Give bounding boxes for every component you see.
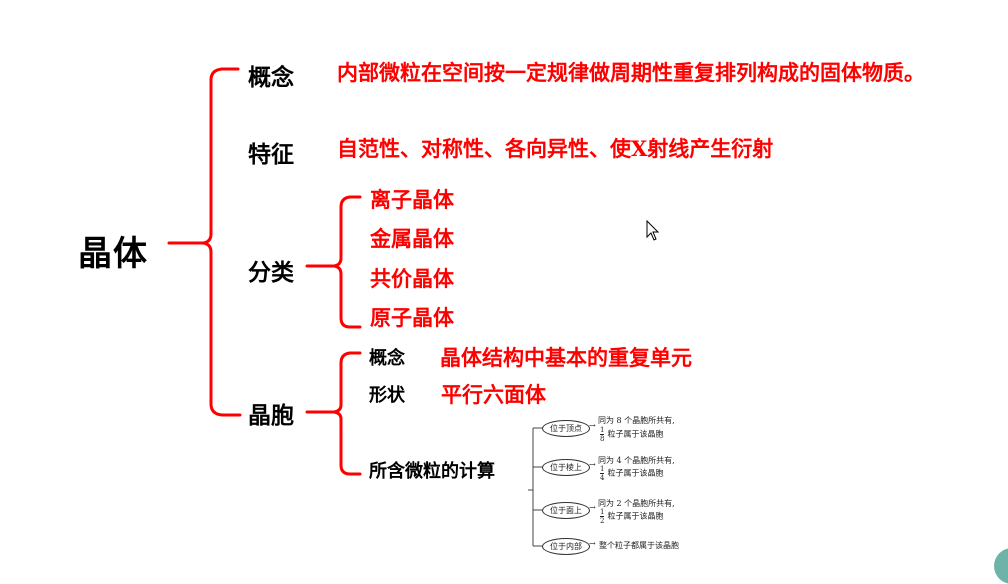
arrow-icon: → <box>589 539 596 548</box>
position-oval-vertex: 位于顶点 <box>542 420 590 437</box>
class-item-covalent: 共价晶体 <box>370 266 454 291</box>
unit-cell-concept-label: 概念 <box>369 348 405 369</box>
feature-text: 自范性、对称性、各向异性、使X射线产生衍射 <box>337 136 774 161</box>
mouse-cursor-icon <box>646 220 660 241</box>
concept-label: 概念 <box>248 65 294 91</box>
face-line1: 同为 2 个晶胞所共有, <box>598 499 675 508</box>
interior-line1: 整个粒子都属于该晶胞 <box>599 541 679 550</box>
bracket-lines <box>167 67 542 547</box>
arrow-icon: → <box>589 460 596 469</box>
unit-cell-shape-text: 平行六面体 <box>441 383 546 407</box>
unit-cell-label: 晶胞 <box>248 403 294 429</box>
unit-cell-concept-text: 晶体结构中基本的重复单元 <box>440 346 692 370</box>
feature-label: 特征 <box>248 142 294 168</box>
classification-bracket <box>305 195 362 329</box>
mini-tree-lines <box>528 427 542 547</box>
concept-text: 内部微粒在空间按一定规律做周期性重复排列构成的固体物质。 <box>337 60 925 85</box>
root-title: 晶体 <box>78 234 148 274</box>
arrow-icon: → <box>589 503 596 512</box>
class-item-metallic: 金属晶体 <box>370 226 454 251</box>
position-oval-edge: 位于棱上 <box>542 459 590 476</box>
vertex-line1: 同为 8 个晶胞所共有, <box>598 416 675 425</box>
arrow-icon: → <box>589 421 596 430</box>
position-oval-interior: 位于内部 <box>542 538 590 555</box>
main-bracket <box>167 67 242 417</box>
unit-cell-calc-label: 所含微粒的计算 <box>369 461 495 482</box>
unit-cell-bracket <box>305 351 362 476</box>
position-oval-face: 位于面上 <box>542 502 590 519</box>
classification-label: 分类 <box>248 260 294 286</box>
class-item-ionic: 离子晶体 <box>370 187 454 212</box>
unit-cell-shape-label: 形状 <box>369 385 405 406</box>
class-item-atomic: 原子晶体 <box>370 305 454 330</box>
edge-line1: 同为 4 个晶胞所共有, <box>598 456 675 465</box>
